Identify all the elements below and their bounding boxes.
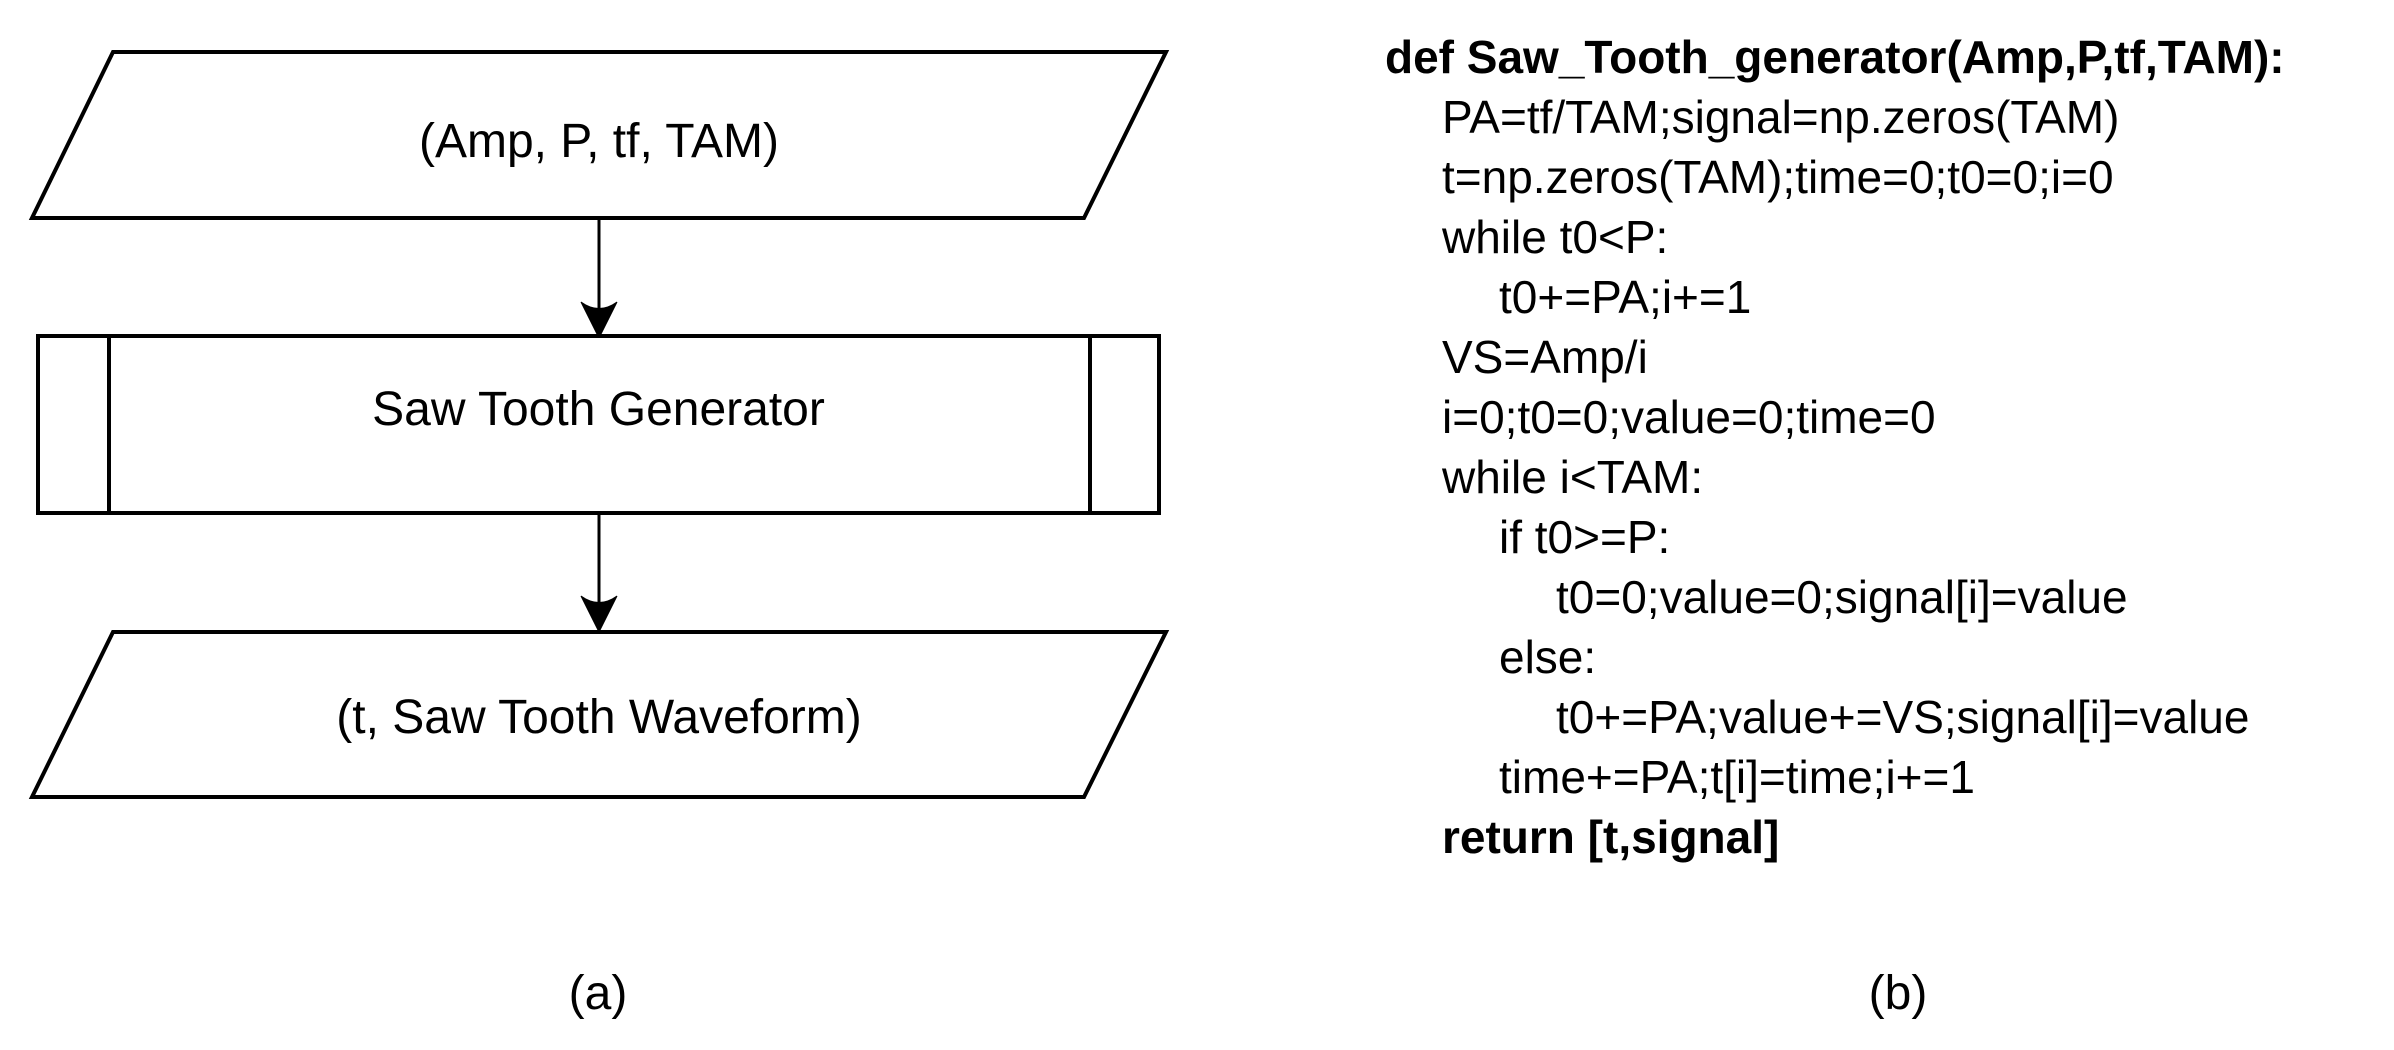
process-rectangle: [36, 334, 1161, 515]
code-line: t0=0;value=0;signal[i]=value: [1556, 571, 2128, 623]
code-line: i=0;t0=0;value=0;time=0: [1442, 391, 1936, 443]
code-line: t0+=PA;i+=1: [1499, 271, 1752, 323]
code-line: time+=PA;t[i]=time;i+=1: [1499, 751, 1975, 803]
code-line: t0+=PA;value+=VS;signal[i]=value: [1556, 691, 2250, 743]
code-line: VS=Amp/i: [1442, 331, 1648, 383]
input-parallelogram: [28, 50, 1170, 220]
code-line: t=np.zeros(TAM);time=0;t0=0;i=0: [1442, 151, 2114, 203]
flowchart-diagram: [28, 50, 1170, 799]
code-line: else:: [1499, 631, 1597, 683]
output-parallelogram-label: (t, Saw Tooth Waveform): [336, 691, 862, 744]
input-parallelogram-label: (Amp, P, tf, TAM): [418, 115, 780, 168]
flow-arrowhead-1: [580, 301, 618, 340]
output-parallelogram: [28, 630, 1170, 799]
code-listing: def Saw_Tooth_generator(Amp,P,tf,TAM): P…: [1385, 27, 2285, 867]
code-line: while t0<P:: [1442, 211, 1669, 263]
process-rectangle-label: Saw Tooth Generator: [372, 383, 825, 436]
code-line: return [t,signal]: [1442, 811, 1780, 863]
caption-b: (b): [1868, 967, 1928, 1020]
code-line: PA=tf/TAM;signal=np.zeros(TAM): [1442, 91, 2120, 143]
flow-arrowhead-2: [580, 595, 618, 634]
code-line: if t0>=P:: [1499, 511, 1671, 563]
caption-a: (a): [568, 967, 628, 1020]
code-line: while i<TAM:: [1442, 451, 1704, 503]
code-line: def Saw_Tooth_generator(Amp,P,tf,TAM):: [1385, 31, 2285, 83]
